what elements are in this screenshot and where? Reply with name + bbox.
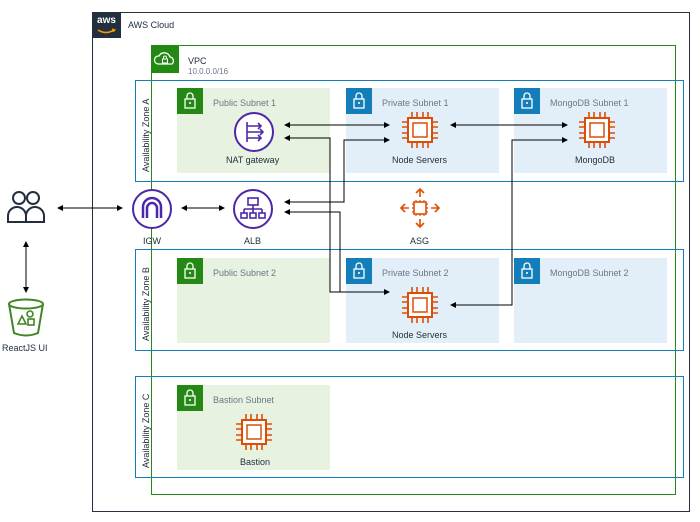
reactjs-ui-label: ReactJS UI xyxy=(2,343,48,353)
nat-node-b-link xyxy=(284,135,390,295)
mongodb-subnet-1-label: MongoDB Subnet 1 xyxy=(550,98,629,108)
vpc-title: VPC xyxy=(188,56,207,66)
private-subnet-1-label: Private Subnet 1 xyxy=(382,98,449,108)
node-servers-b-label: Node Servers xyxy=(392,330,448,340)
s3-bucket-icon xyxy=(5,298,47,338)
ec2-chip-icon xyxy=(400,110,440,150)
az-a-group xyxy=(135,80,684,182)
mongodb-label: MongoDB xyxy=(575,155,616,165)
bastion-subnet-label: Bastion Subnet xyxy=(213,395,275,405)
aws-cloud-title: AWS Cloud xyxy=(128,20,175,30)
users-icon xyxy=(6,188,46,226)
lock-icon xyxy=(177,88,203,114)
alb-label: ALB xyxy=(244,236,262,246)
alb-node-a-link xyxy=(284,137,390,205)
ec2-chip-icon xyxy=(234,412,274,452)
node-servers-a-label: Node Servers xyxy=(392,155,448,165)
public-subnet-1-label: Public Subnet 1 xyxy=(213,98,277,108)
igw-label: IGW xyxy=(143,236,161,246)
vpc-group xyxy=(151,45,676,495)
alb-icon xyxy=(233,189,273,229)
aws-logo-icon: aws xyxy=(92,12,121,38)
mongodb-subnet-2-label: MongoDB Subnet 2 xyxy=(550,268,629,278)
lock-icon xyxy=(514,88,540,114)
asg-label: ASG xyxy=(410,236,430,246)
auto-scaling-icon xyxy=(399,187,441,229)
igw-icon xyxy=(132,189,172,229)
ec2-chip-icon xyxy=(577,110,617,150)
nat-gateway-label: NAT gateway xyxy=(226,155,280,165)
aws-cloud-group xyxy=(92,12,690,512)
lock-icon xyxy=(177,258,203,284)
private-subnet-2-label: Private Subnet 2 xyxy=(382,268,449,278)
lock-icon xyxy=(346,88,372,114)
ec2-chip-icon xyxy=(400,285,440,325)
mongo-node-b-link xyxy=(450,137,568,308)
lock-icon xyxy=(177,385,203,411)
vpc-icon xyxy=(151,45,179,73)
az-c-group xyxy=(135,376,684,478)
alb-node-b-link xyxy=(284,209,389,293)
nat-gateway-icon xyxy=(234,112,274,152)
vpc-cidr: 10.0.0.0/16 xyxy=(188,67,229,76)
bastion-label: Bastion xyxy=(240,457,271,467)
public-subnet-2-label: Public Subnet 2 xyxy=(213,268,277,278)
az-b-group xyxy=(135,249,684,351)
